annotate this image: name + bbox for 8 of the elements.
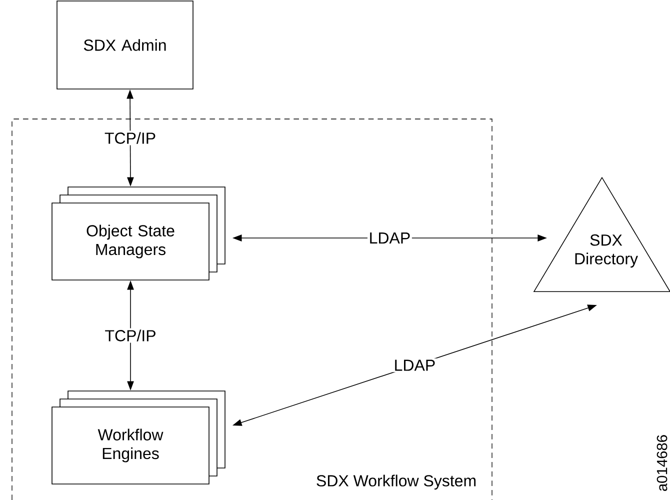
stacked-box: Object State Managers bbox=[52, 186, 226, 280]
figure-id: a014686 bbox=[656, 435, 668, 491]
edge-label: TCP/IP bbox=[103, 328, 158, 343]
stacked-box: Workflow Engines bbox=[52, 390, 226, 484]
edge-label: LDAP bbox=[392, 358, 437, 372]
edge-label: LDAP bbox=[367, 231, 412, 245]
edge-label: TCP/IP bbox=[103, 130, 158, 146]
process-box: SDX Admin bbox=[56, 0, 194, 90]
